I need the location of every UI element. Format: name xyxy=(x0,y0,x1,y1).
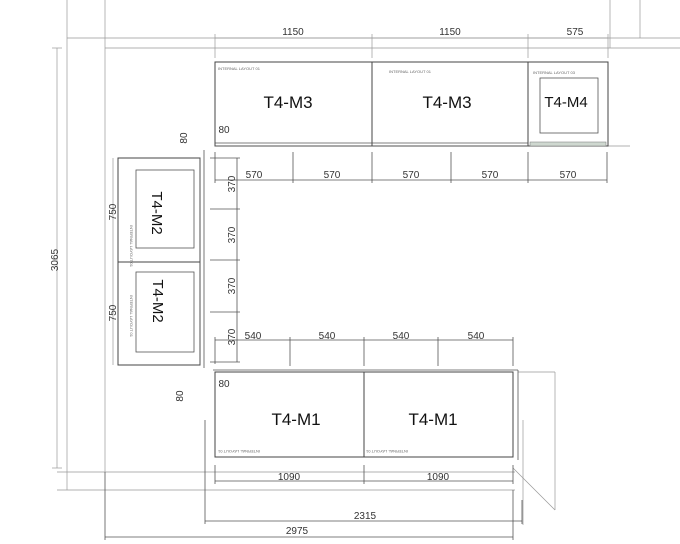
dimension-label: 1090 xyxy=(427,472,450,483)
dimension-label: 370 xyxy=(227,277,238,294)
dimension-label: 80 xyxy=(218,125,230,136)
dimension-label: 570 xyxy=(403,170,420,181)
dimension-label: 2315 xyxy=(354,511,377,522)
dimension-label: 570 xyxy=(324,170,341,181)
cabinet-t4-m2-2[interactable] xyxy=(117,261,201,366)
dimension-label: 1150 xyxy=(282,27,304,38)
layout-note: INTERNAL LAYOUT 01 xyxy=(365,449,408,454)
bottom-dimensions: 80 540 540 540 540 1090 1090 2315 2975 xyxy=(104,331,523,540)
dimension-label: 370 xyxy=(227,175,238,192)
dimension-label: 80 xyxy=(175,390,186,402)
dimension-label: 2975 xyxy=(286,526,309,537)
dimension-label: 540 xyxy=(393,331,410,342)
module-label: T4-M1 xyxy=(271,410,320,429)
module-label: T4-M2 xyxy=(148,191,165,234)
top-run: INTERNAL LAYOUT 01 INTERNAL LAYOUT 01 IN… xyxy=(214,61,609,147)
dimension-label: 80 xyxy=(218,379,230,390)
dimension-label: 570 xyxy=(246,170,263,181)
dimension-label: 3065 xyxy=(50,248,61,271)
dimension-label: 540 xyxy=(468,331,485,342)
layout-note: INTERNAL LAYOUT 01 xyxy=(389,69,432,74)
dimension-label: 540 xyxy=(245,331,262,342)
dimension-label: 570 xyxy=(560,170,577,181)
layout-note: INTERNAL LAYOUT 03 xyxy=(533,70,576,75)
top-door-dimensions: 570 570 570 570 570 80 80 xyxy=(179,125,608,183)
cabinet-t4-m4[interactable] xyxy=(527,61,609,147)
dimension-label: 750 xyxy=(108,304,119,321)
cabinet-t4-m1-2[interactable] xyxy=(363,371,514,458)
layout-note: INTERNAL LAYOUT 01 xyxy=(129,225,134,268)
cabinet-t4-m3-2[interactable] xyxy=(371,61,529,147)
dimension-label: 370 xyxy=(227,328,238,345)
layout-note: INTERNAL LAYOUT 01 xyxy=(218,66,261,71)
left-run: T4-M2 T4-M2 INTERNAL LAYOUT 01 INTERNAL … xyxy=(117,150,205,368)
module-label: T4-M1 xyxy=(408,410,457,429)
cabinet-t4-m3-1[interactable] xyxy=(214,61,373,147)
cabinet-t4-m2-1[interactable] xyxy=(117,157,201,263)
module-label: T4-M2 xyxy=(149,279,166,322)
module-label: T4-M4 xyxy=(544,94,587,111)
bottom-run: T4-M1 T4-M1 INTERNAL LAYOUT 01 INTERNAL … xyxy=(213,369,519,460)
module-label: T4-M3 xyxy=(263,93,312,112)
cabinet-t4-m1-1[interactable] xyxy=(214,371,365,458)
dimension-label: 570 xyxy=(482,170,499,181)
dimension-label: 80 xyxy=(179,132,190,144)
layout-note: INTERNAL LAYOUT 01 xyxy=(217,449,260,454)
left-dimensions: 750 750 370 370 370 370 80 xyxy=(108,157,240,402)
dimension-label: 1150 xyxy=(439,27,461,38)
module-label: T4-M3 xyxy=(422,93,471,112)
dimension-label: 750 xyxy=(108,203,119,220)
top-width-dimensions: 1150 1150 575 xyxy=(214,27,609,58)
dimension-label: 575 xyxy=(567,27,584,38)
dimension-label: 370 xyxy=(227,226,238,243)
wall-lines xyxy=(52,0,680,525)
dimension-label: 540 xyxy=(319,331,336,342)
dimension-label: 1090 xyxy=(278,472,301,483)
layout-note: INTERNAL LAYOUT 01 xyxy=(129,295,134,338)
